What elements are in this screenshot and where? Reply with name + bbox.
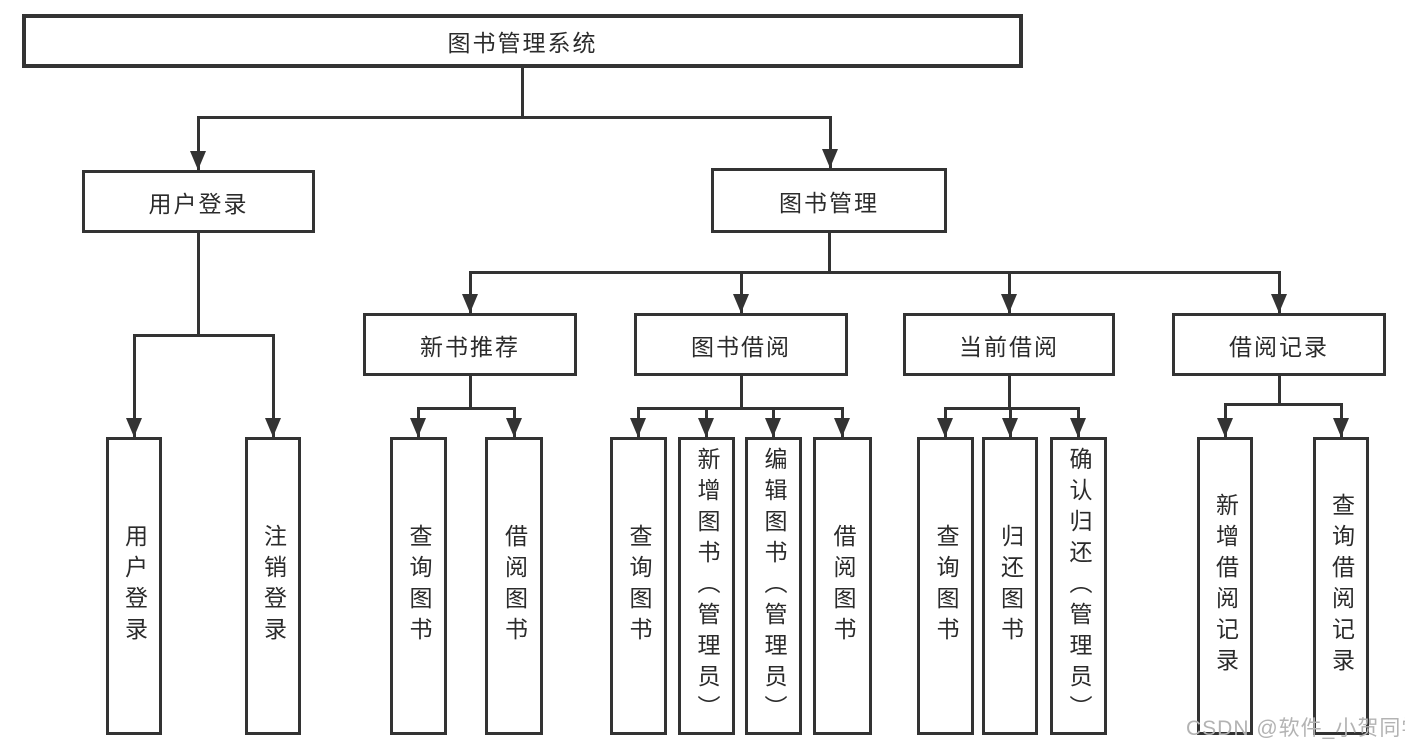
connector-line	[1007, 272, 1011, 313]
arrowhead-icon	[733, 294, 749, 313]
arrowhead-icon	[1002, 418, 1018, 437]
leaf-user-login-label: 用户登录	[121, 524, 148, 648]
node-new-book-recommend-label: 新书推荐	[420, 333, 520, 360]
leaf-edit-book-admin-label: 编辑图书（管理员）	[761, 446, 787, 726]
connector-line	[196, 233, 200, 335]
connector-line	[132, 335, 136, 437]
arrowhead-icon	[506, 418, 522, 437]
leaf-query-borrow-record-label: 查询借阅记录	[1328, 493, 1355, 679]
arrowhead-icon	[834, 418, 850, 437]
node-current-borrow: 当前借阅	[903, 313, 1115, 376]
arrowhead-icon	[937, 418, 953, 437]
leaf-borrow-book-1: 借阅图书	[485, 437, 543, 735]
leaf-query-book-1: 查询图书	[390, 437, 447, 735]
node-borrow-records: 借阅记录	[1172, 313, 1386, 376]
connector-line	[468, 270, 1281, 274]
node-borrow-records-label: 借阅记录	[1229, 333, 1329, 360]
arrowhead-icon	[1271, 294, 1287, 313]
connector-line	[1277, 272, 1281, 313]
node-library-system-label: 图书管理系统	[447, 30, 598, 56]
connector-line	[636, 406, 844, 410]
arrowhead-icon	[410, 418, 426, 437]
leaf-confirm-return-admin: 确认归还（管理员）	[1050, 437, 1107, 735]
arrowhead-icon	[1070, 418, 1086, 437]
leaf-return-book-label: 归还图书	[997, 524, 1024, 648]
node-user-login-label: 用户登录	[148, 190, 249, 217]
connector-line	[196, 117, 200, 170]
leaf-query-book-2-label: 查询图书	[626, 524, 652, 648]
arrowhead-icon	[698, 418, 714, 437]
connector-line	[271, 335, 275, 437]
connector-line	[520, 68, 524, 117]
leaf-logout-label: 注销登录	[260, 524, 287, 648]
arrowhead-icon	[126, 418, 142, 437]
leaf-query-borrow-record: 查询借阅记录	[1313, 437, 1369, 735]
leaf-query-book-3: 查询图书	[917, 437, 974, 735]
leaf-query-book-3-label: 查询图书	[933, 524, 959, 648]
leaf-add-book-admin: 新增图书（管理员）	[678, 437, 735, 735]
arrowhead-icon	[190, 151, 206, 170]
connector-line	[828, 117, 832, 168]
leaf-borrow-book-2-label: 借阅图书	[830, 524, 856, 648]
node-user-login: 用户登录	[82, 170, 315, 233]
node-current-borrow-label: 当前借阅	[959, 333, 1059, 360]
arrowhead-icon	[462, 294, 478, 313]
arrowhead-icon	[1001, 294, 1017, 313]
node-new-book-recommend: 新书推荐	[363, 313, 577, 376]
node-book-borrow-label: 图书借阅	[691, 333, 791, 360]
leaf-add-borrow-record: 新增借阅记录	[1197, 437, 1253, 735]
arrowhead-icon	[1217, 418, 1233, 437]
leaf-borrow-book-1-label: 借阅图书	[501, 524, 528, 648]
connector-line	[1223, 402, 1343, 406]
leaf-user-login: 用户登录	[106, 437, 162, 735]
node-book-management-label: 图书管理	[779, 189, 879, 216]
leaf-add-book-admin-label: 新增图书（管理员）	[694, 446, 720, 726]
connector-line	[468, 376, 472, 408]
node-book-borrow: 图书借阅	[634, 313, 848, 376]
connector-line	[416, 406, 516, 410]
leaf-return-book: 归还图书	[982, 437, 1038, 735]
connector-line	[1007, 376, 1011, 408]
leaf-borrow-book-2: 借阅图书	[813, 437, 872, 735]
leaf-edit-book-admin: 编辑图书（管理员）	[745, 437, 802, 735]
connector-line	[739, 272, 743, 313]
arrowhead-icon	[822, 149, 838, 168]
leaf-query-book-2: 查询图书	[610, 437, 667, 735]
connector-line	[739, 376, 743, 408]
node-book-management: 图书管理	[711, 168, 947, 233]
leaf-logout: 注销登录	[245, 437, 301, 735]
arrowhead-icon	[630, 418, 646, 437]
connector-line	[827, 233, 831, 272]
leaf-add-borrow-record-label: 新增借阅记录	[1212, 493, 1239, 679]
arrowhead-icon	[265, 418, 281, 437]
arrowhead-icon	[1333, 418, 1349, 437]
leaf-query-book-1-label: 查询图书	[406, 524, 432, 648]
watermark: CSDN @软件_小贺同学	[1186, 717, 1405, 740]
node-library-system: 图书管理系统	[22, 14, 1023, 68]
connector-line	[943, 406, 1080, 410]
connector-line	[1277, 376, 1281, 404]
connector-line	[132, 333, 275, 337]
leaf-confirm-return-admin-label: 确认归还（管理员）	[1066, 446, 1092, 726]
arrowhead-icon	[765, 418, 781, 437]
connector-line	[196, 115, 832, 119]
connector-line	[468, 272, 472, 313]
